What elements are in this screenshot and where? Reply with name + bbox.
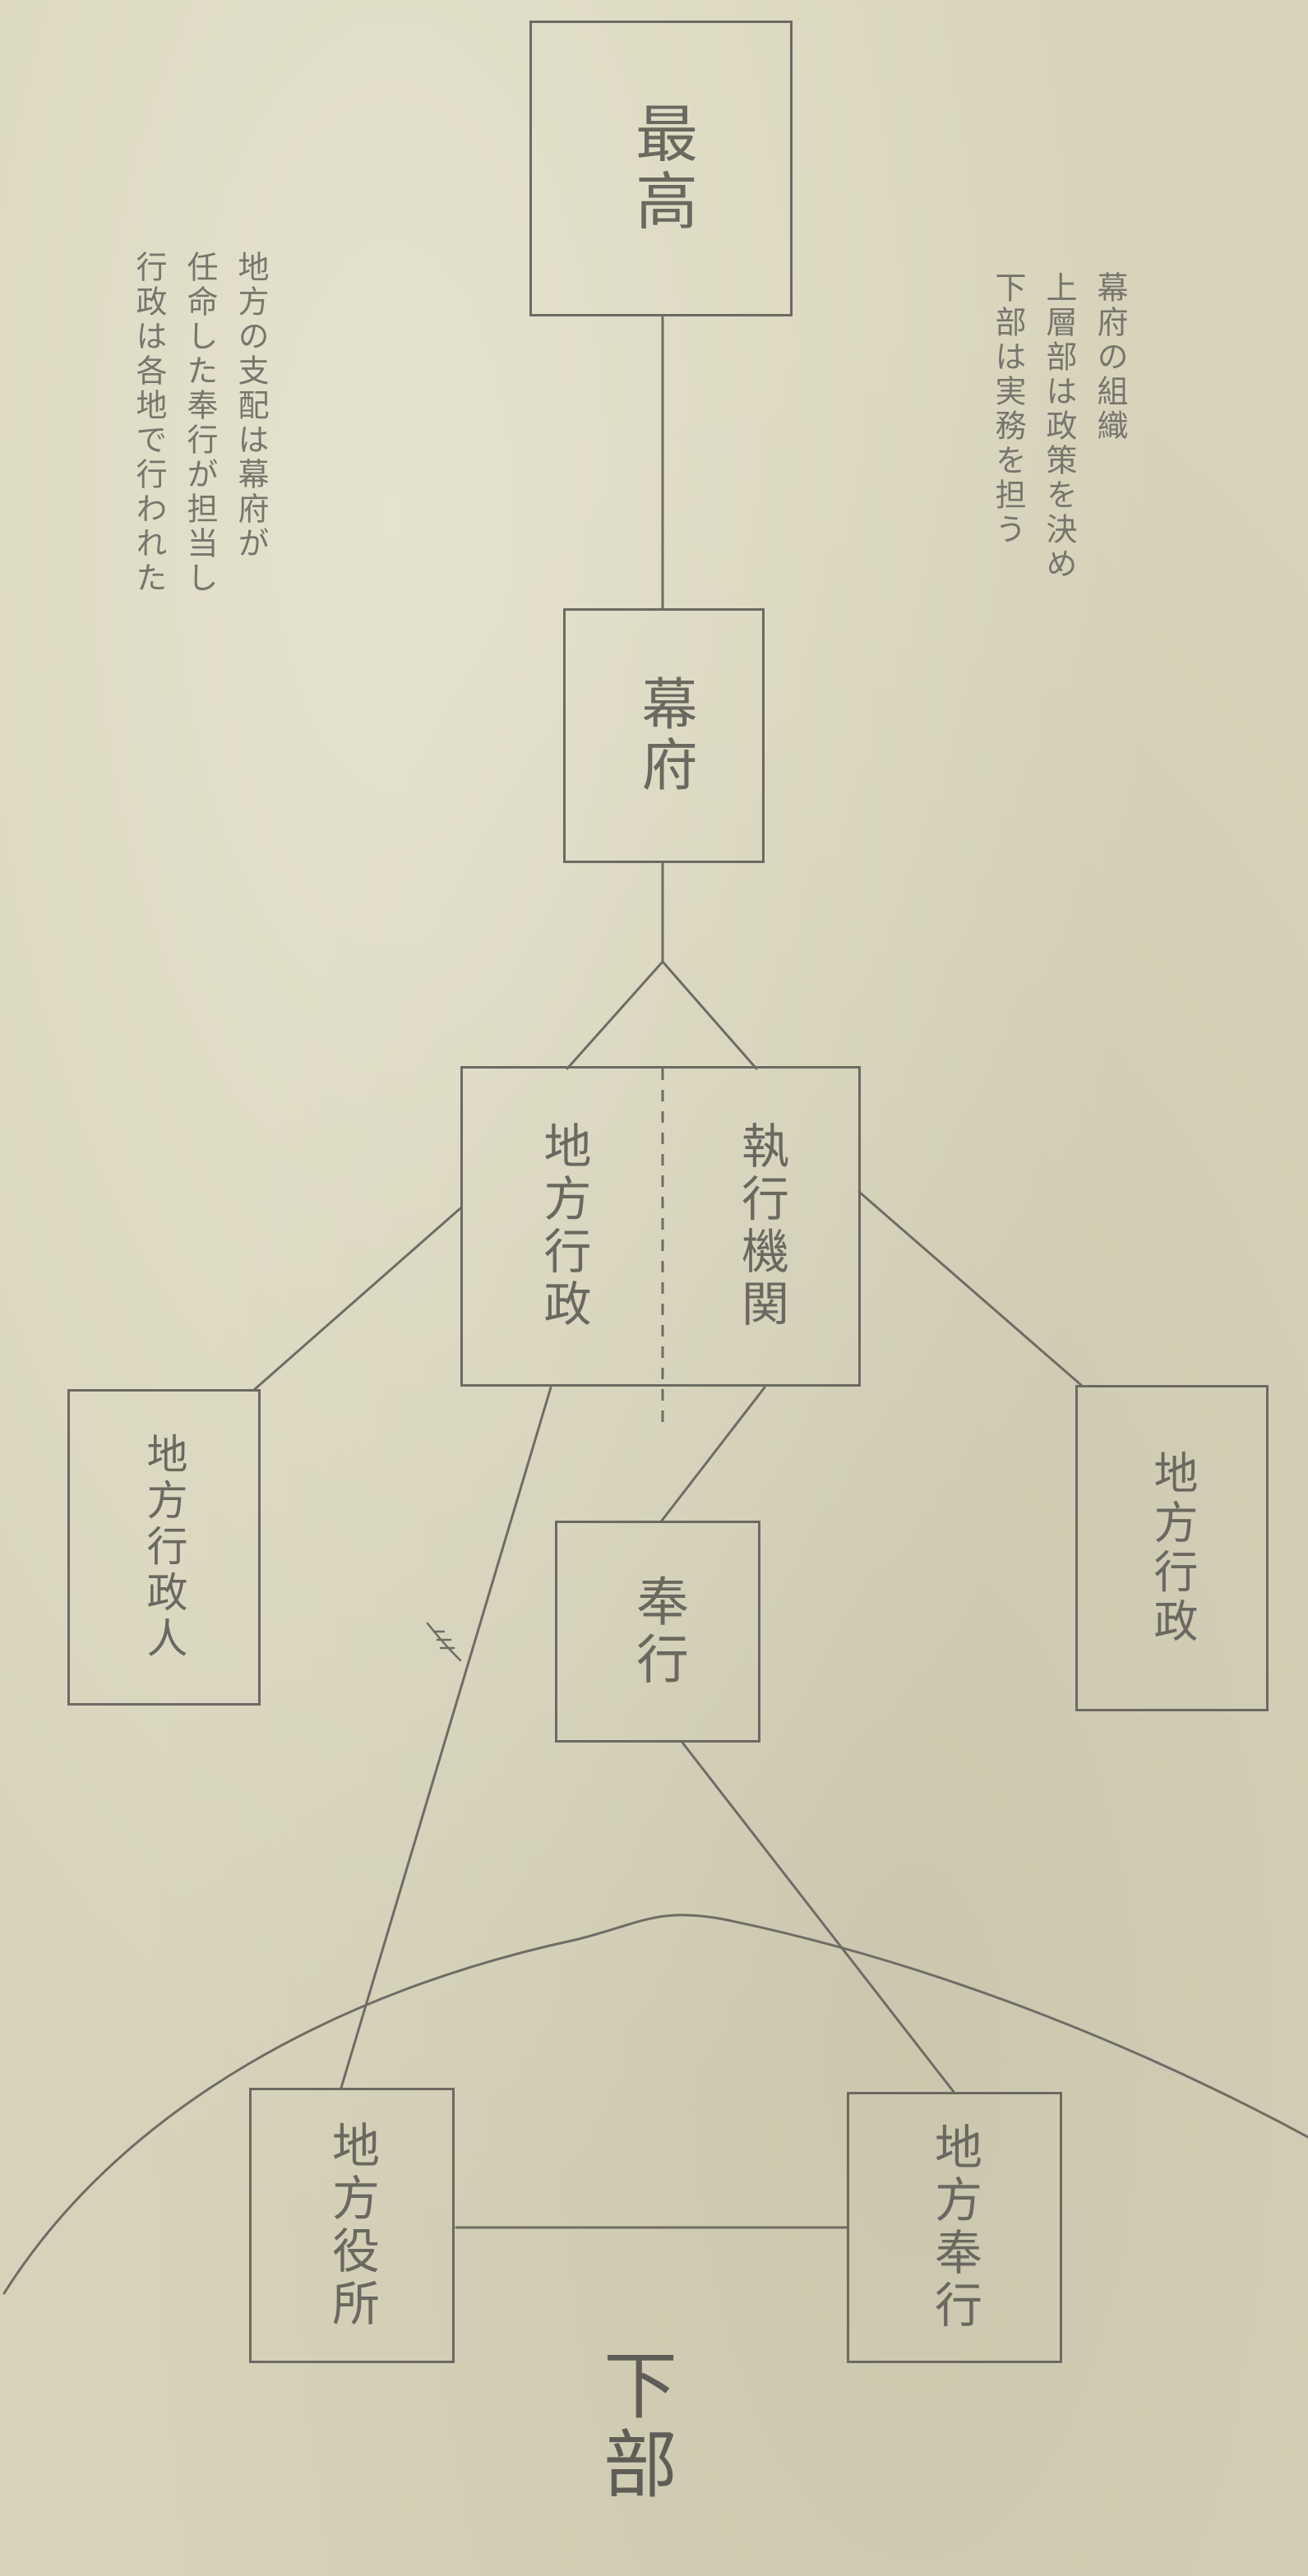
box-3-right-label: 執行機関 xyxy=(733,1121,789,1332)
right-box-label: 地方行政 xyxy=(1146,1449,1198,1647)
left-note-line-1: 地方の支配は幕府が xyxy=(233,251,269,561)
line-to-left-box xyxy=(253,1207,462,1391)
box-3-left-label: 地方行政 xyxy=(535,1121,592,1332)
bottom-left-box: 地方役所 xyxy=(249,2088,455,2363)
center-box: 奉行 xyxy=(555,1521,760,1743)
left-box-label: 地方行政人 xyxy=(140,1432,188,1663)
line-to-bottom-left xyxy=(340,1386,552,2089)
arrow-scribble xyxy=(426,1622,462,1662)
bottom-label: 下部 xyxy=(590,2347,677,2504)
line-to-bottom-right xyxy=(681,1741,955,2094)
box-2-label: 幕府 xyxy=(631,675,696,796)
line-to-right-box xyxy=(857,1190,1083,1387)
left-note-line-2: 任命した奉行が担当し xyxy=(182,251,218,596)
box-2: 幕府 xyxy=(563,608,765,863)
top-box: 最高 xyxy=(529,21,793,316)
left-note-line-3: 行政は各地で行われた xyxy=(131,251,167,596)
box-3: 地方行政 執行機関 xyxy=(460,1066,861,1387)
bottom-left-box-label: 地方役所 xyxy=(324,2120,380,2331)
left-box: 地方行政人 xyxy=(67,1389,261,1706)
right-note: 幕府の組織 上層部は政策を決め 下部は実務を担う xyxy=(982,271,1135,1143)
right-note-line-3: 下部は実務を担う xyxy=(990,271,1026,547)
line-branch-left xyxy=(566,960,664,1070)
right-box: 地方行政 xyxy=(1075,1385,1269,1711)
top-box-label: 最高 xyxy=(625,101,698,236)
right-note-line-2: 上層部は政策を決め xyxy=(1041,271,1077,582)
left-note: 地方の支配は幕府が 任命した奉行が担当し 行政は各地で行われた xyxy=(123,251,276,1262)
center-box-label: 奉行 xyxy=(627,1574,688,1689)
bottom-right-box: 地方奉行 xyxy=(847,2092,1062,2363)
line-branch-right xyxy=(661,960,758,1070)
curved-boundary-line xyxy=(2,1914,1308,2295)
right-note-line-1: 幕府の組織 xyxy=(1092,271,1128,444)
line-to-center-box xyxy=(660,1386,766,1522)
bottom-right-box-label: 地方奉行 xyxy=(927,2122,982,2333)
